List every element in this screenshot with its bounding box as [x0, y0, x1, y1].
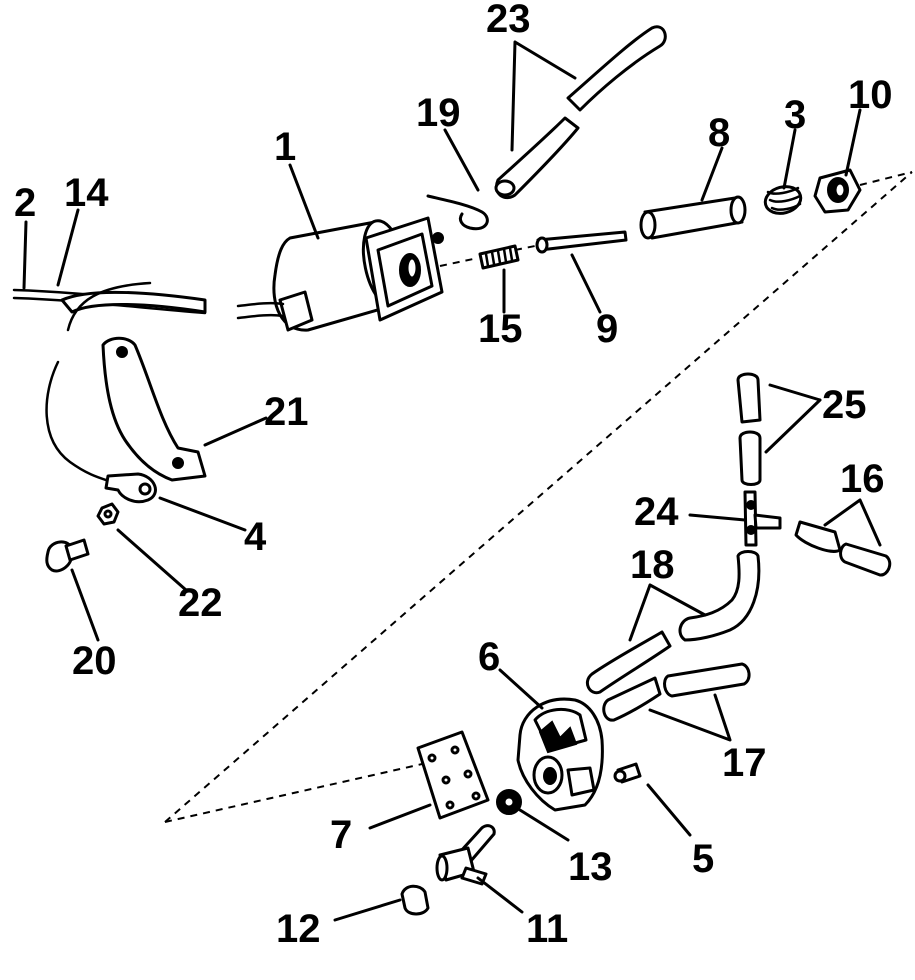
- screw-20: [45, 538, 90, 573]
- hose-18-lower: [586, 630, 672, 695]
- clip-19: [426, 194, 489, 231]
- callout-4: 4: [244, 515, 267, 559]
- hose-18-upper: [678, 550, 761, 642]
- spring-15: [478, 244, 520, 270]
- callout-24: 24: [634, 490, 679, 534]
- callout-12: 12: [276, 907, 321, 951]
- callout-16: 16: [840, 457, 885, 501]
- gasket-plate-7: [416, 730, 490, 820]
- callout-14: 14: [64, 171, 109, 215]
- callout-15: 15: [478, 307, 523, 351]
- callout-7: 7: [330, 813, 352, 857]
- callout-3: 3: [784, 93, 806, 137]
- plunger-pin-9: [535, 230, 628, 254]
- callout-17: 17: [722, 741, 767, 785]
- washer-13: [496, 789, 522, 815]
- callout-11: 11: [526, 907, 568, 951]
- nut-10: [813, 168, 862, 214]
- callout-23: 23: [486, 0, 531, 41]
- fuel-pump-6: [516, 697, 604, 812]
- lock-washer-22: [96, 502, 120, 526]
- hose-23-upper: [566, 25, 667, 112]
- callout-13: 13: [568, 845, 613, 889]
- callout-10: 10: [848, 73, 893, 117]
- hose-23-lower: [494, 116, 580, 200]
- hose-17-right: [663, 662, 751, 698]
- callout-22: 22: [178, 581, 223, 625]
- ground-wire-4: [45, 360, 157, 504]
- callout-6: 6: [478, 635, 500, 679]
- cap-12: [400, 884, 430, 916]
- callout-25: 25: [822, 383, 867, 427]
- assembly-centerline: [164, 171, 913, 823]
- hose-25-lower: [738, 430, 762, 486]
- callout-20: 20: [72, 639, 117, 683]
- callout-19: 19: [416, 91, 461, 135]
- leader-lines: [22, 40, 882, 922]
- screw-5: [613, 762, 642, 784]
- callout-9: 9: [596, 307, 618, 351]
- callout-18: 18: [630, 543, 675, 587]
- tee-fitting-24: [743, 490, 782, 547]
- callout-labels: 1 2 14 23 19 8 3 10 15 9 21 4 22 20 25 1…: [14, 0, 893, 951]
- spring-3: [763, 185, 803, 215]
- hose-16-right: [839, 542, 892, 577]
- callout-2: 2: [14, 181, 36, 225]
- callout-1: 1: [274, 125, 296, 169]
- wire-lead-14: [60, 281, 207, 332]
- solenoid-body-1: [236, 216, 444, 332]
- fitting-11: [435, 824, 496, 886]
- hose-16-left: [794, 520, 842, 553]
- callout-8: 8: [708, 111, 730, 155]
- hose-25-upper: [736, 372, 762, 424]
- hose-17-left: [602, 676, 662, 722]
- sleeve-8: [639, 195, 747, 240]
- callout-5: 5: [692, 837, 714, 881]
- bracket-21: [101, 336, 207, 482]
- callout-21: 21: [264, 390, 309, 434]
